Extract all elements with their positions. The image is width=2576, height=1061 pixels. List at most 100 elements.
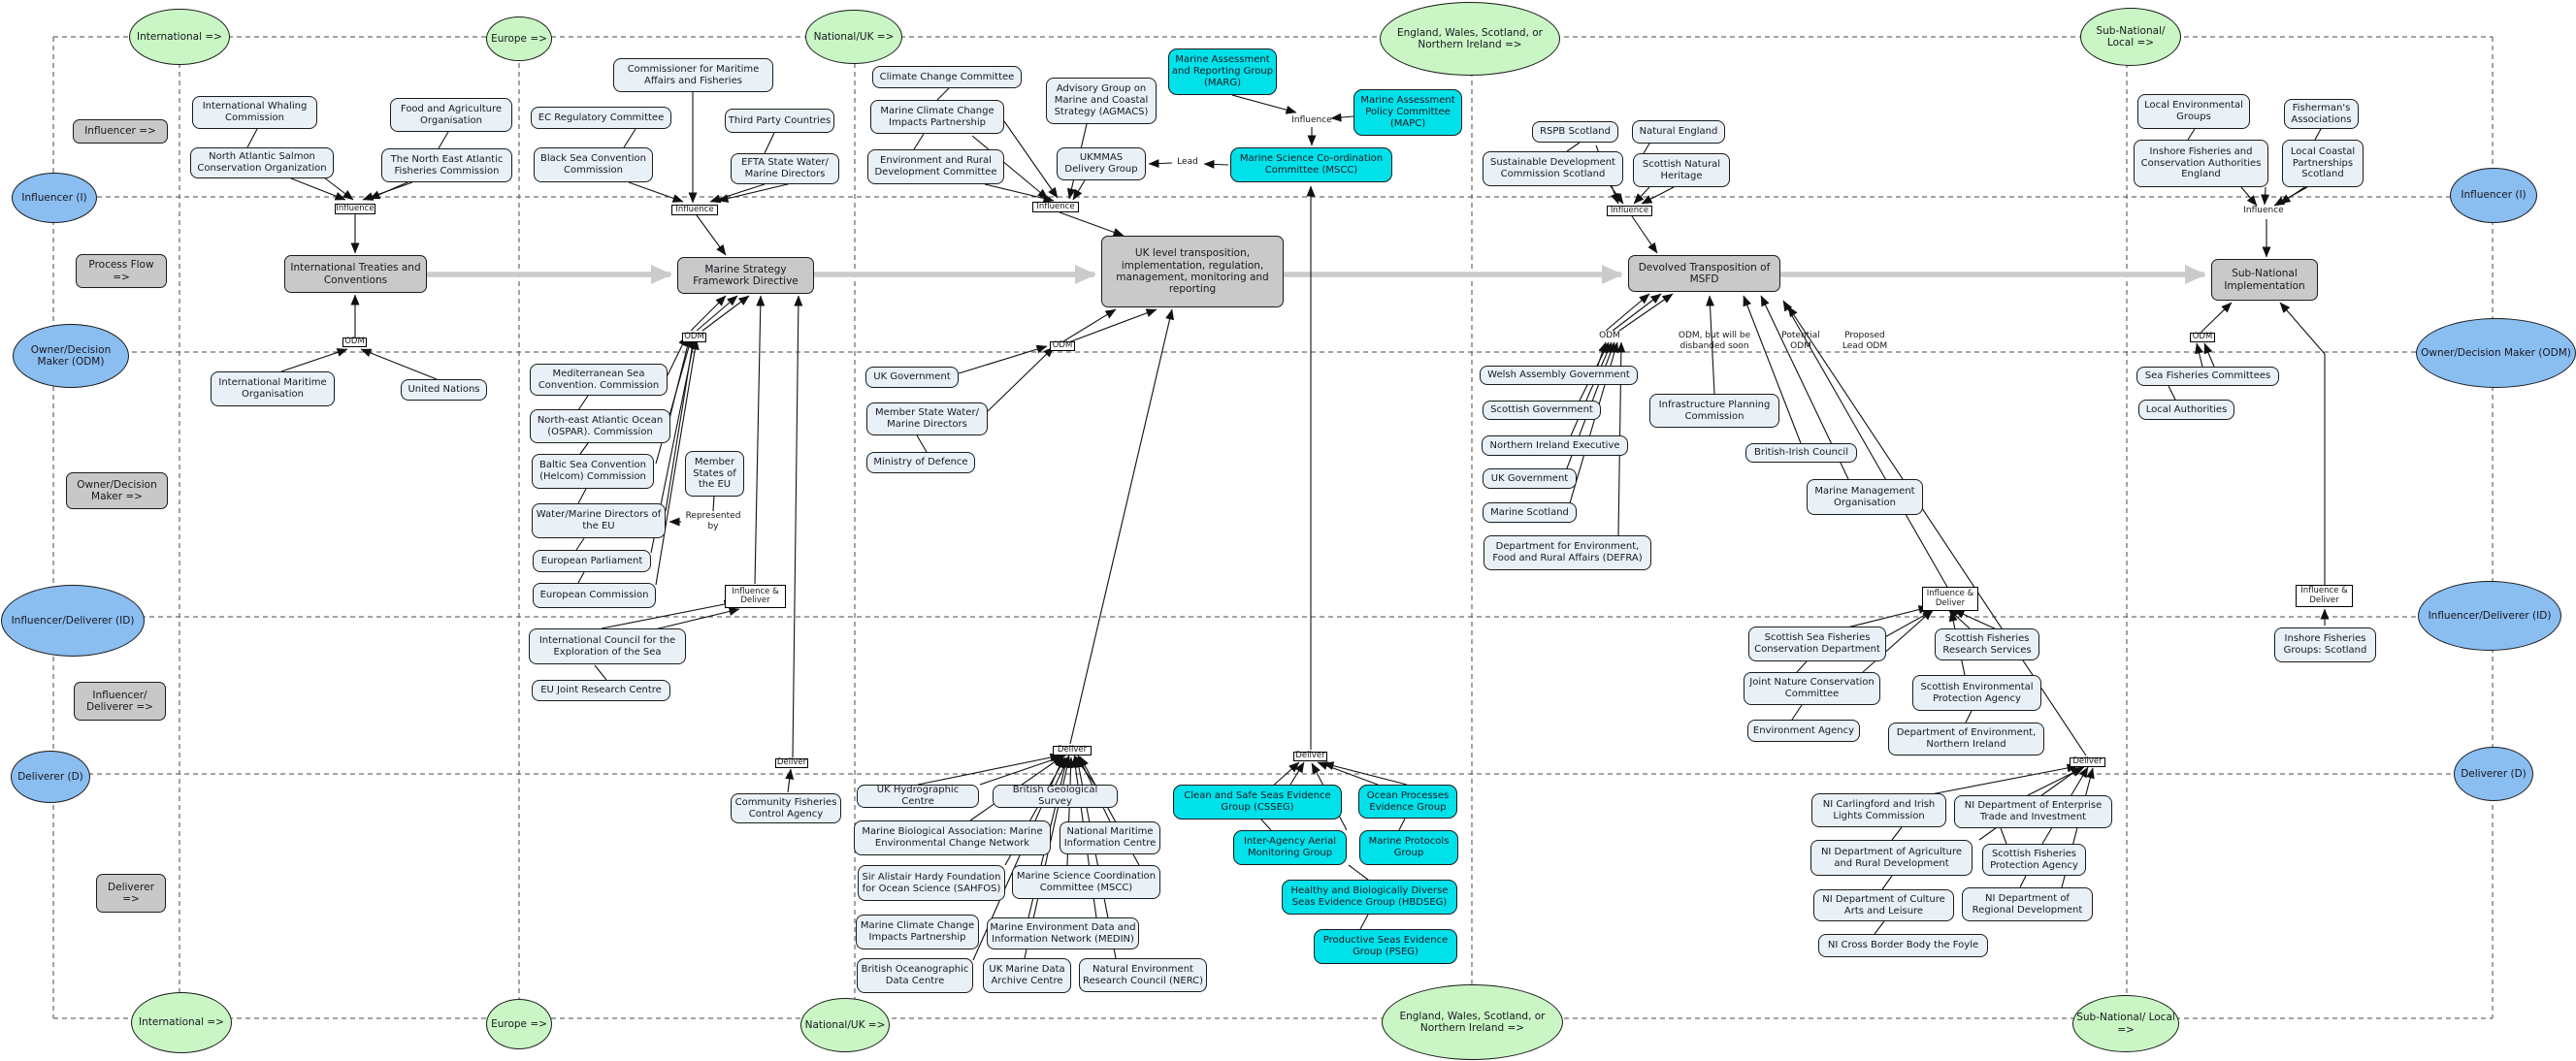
org-box-ministry-of-defence: Ministry of Defence	[866, 452, 975, 473]
relationship-arrow	[2201, 302, 2233, 333]
org-box-climate-change-committee: Climate Change Committee	[872, 66, 1022, 88]
connector-line	[577, 395, 589, 411]
org-box-environment-agency: Environment Agency	[1747, 720, 1860, 742]
org-box-commissioner-for-maritime-affairs-and-fish: Commissioner for Maritime Affairs and Fi…	[613, 58, 773, 92]
relationship-arrow	[1003, 120, 1059, 199]
connector-line	[1348, 864, 1369, 881]
connector-line	[936, 87, 950, 101]
connector-line	[1881, 875, 1893, 890]
relationship-arrow	[1743, 295, 1802, 444]
connector-tag-influence: Influence	[1607, 206, 1652, 216]
org-box-water-marine-directors-of-the-eu: Water/Marine Directors of the EU	[532, 503, 666, 538]
relationship-arrow	[1072, 179, 1086, 201]
connector-tag-odm: ODM	[682, 333, 706, 342]
org-box-rspb-scotland: RSPB Scotland	[1532, 121, 1618, 143]
connector-line	[2000, 827, 2007, 845]
org-box-scottish-natural-heritage: Scottish Natural Heritage	[1633, 153, 1730, 187]
org-box-scottish-sea-fisheries-conservation-depart: Scottish Sea Fisheries Conservation Depa…	[1748, 627, 1886, 661]
relationship-arrow	[696, 214, 727, 256]
role-label-influencer-i: Influencer (I)	[2450, 168, 2537, 223]
org-box-efta-state-water-marine-directors: EFTA State Water/ Marine Directors	[731, 153, 839, 184]
relationship-arrow	[1231, 94, 1297, 114]
relationship-arrow	[1842, 605, 1930, 629]
evidence-group-box-productive-seas-evidence-group-pseg: Productive Seas Evidence Group (PSEG)	[1314, 929, 1457, 964]
relationship-arrow	[701, 295, 750, 332]
org-box-department-of-environment-northern-ireland: Department of Environment, Northern Irel…	[1888, 723, 2044, 756]
org-box-scottish-fisheries-protection-agency: Scottish Fisheries Protection Agency	[1982, 844, 2086, 876]
relationship-arrow	[1782, 300, 1949, 590]
relationship-arrow	[987, 346, 1055, 412]
org-box-ni-department-of-enterprise-trade-and-inve: NI Department of Enterprise Trade and In…	[1954, 795, 2112, 828]
org-box-north-east-atlantic-ocean-ospar-commission: North-east Atlantic Ocean (OSPAR). Commi…	[530, 409, 670, 443]
org-box-european-commission: European Commission	[533, 583, 656, 608]
relationship-arrow	[2203, 342, 2215, 368]
org-box-international-maritime-organisation: International Maritime Organisation	[211, 371, 335, 406]
connector-line	[712, 495, 715, 512]
relationship-arrow	[1069, 308, 1174, 745]
connector-text-influence: Influence	[2243, 205, 2284, 215]
connector-line	[577, 571, 585, 584]
org-box-black-sea-convention-commission: Black Sea Convention Commission	[534, 147, 653, 182]
relationship-arrow	[958, 344, 1048, 374]
connector-tag-deliver: Deliver	[1293, 752, 1327, 761]
relationship-arrow	[1270, 761, 1300, 788]
relationship-arrow	[1289, 761, 1305, 786]
connector-line	[579, 442, 589, 455]
relationship-arrow	[1148, 159, 1173, 169]
connector-tag-deliver: Deliver	[1053, 746, 1092, 756]
lane-label-sub-national-local: Sub-National/ Local =>	[2072, 995, 2179, 1052]
relationship-arrow	[290, 177, 346, 201]
org-box-local-coastal-partnerships-scotland: Local Coastal Partnerships Scotland	[2282, 140, 2364, 187]
org-box-scottish-environmental-protection-agency: Scottish Environmental Protection Agency	[1912, 675, 2041, 711]
role-label-influencer-i: Influencer (I)	[12, 173, 97, 223]
connector-line	[2019, 875, 2027, 888]
relationship-arrow	[1706, 295, 1715, 395]
connector-line	[2314, 128, 2322, 141]
relationship-arrow	[1862, 609, 1934, 673]
org-box-uk-government: UK Government	[1483, 468, 1577, 489]
org-box-uk-government: UK Government	[865, 367, 959, 388]
connector-tag-odm: ODM	[342, 338, 367, 347]
org-box-department-for-environment-food-and-rural-: Department for Environment, Food and Rur…	[1484, 535, 1651, 570]
connector-line	[916, 434, 928, 453]
relationship-arrow	[2261, 186, 2270, 206]
connector-line	[1891, 826, 1903, 841]
connector-tag-influence-deliver: Influence & Deliver	[1922, 587, 1978, 611]
org-box-baltic-sea-convention-helcom-commission: Baltic Sea Convention (Helcom) Commissio…	[532, 454, 654, 489]
connector-line	[1566, 142, 1581, 152]
org-box-inshore-fisheries-groups-scotland: Inshore Fisheries Groups: Scotland	[2274, 627, 2376, 662]
connector-line	[594, 664, 607, 681]
relationship-arrow	[971, 135, 1049, 200]
legend-influencer-deliverer: Influencer/ Deliverer =>	[74, 682, 166, 721]
org-box-sir-alistair-hardy-foundation-for-ocean-sc: Sir Alistair Hardy Foundation for Ocean …	[858, 865, 1005, 901]
relationship-arrow	[1925, 763, 2078, 796]
org-box-sustainable-development-commission-scotlan: Sustainable Development Commission Scotl…	[1483, 151, 1623, 186]
relationship-arrow	[717, 181, 797, 203]
relationship-arrow	[754, 295, 766, 585]
org-box-marine-biological-association-marine-envir: Marine Biological Association: Marine En…	[854, 820, 1051, 855]
org-box-british-irish-council: British-Irish Council	[1745, 443, 1857, 463]
relationship-arrow	[601, 599, 735, 629]
org-box-community-fisheries-control-agency: Community Fisheries Control Agency	[731, 793, 841, 823]
org-box-marine-climate-change-impacts-partnership: Marine Climate Change Impacts Partnershi…	[870, 100, 1004, 134]
process-box-uk-level-transposition-implementation-regu: UK level transposition, implementation, …	[1101, 236, 1284, 307]
connector-text-odm-but-will-be-disbanded-soon: ODM, but will be disbanded soon	[1678, 331, 1751, 351]
org-box-north-atlantic-salmon-conservation-organiz: North Atlantic Salmon Conservation Organ…	[190, 147, 334, 178]
org-box-scottish-fisheries-research-services: Scottish Fisheries Research Services	[1935, 628, 2039, 660]
relationship-arrow	[785, 768, 795, 793]
relationship-arrow	[628, 181, 684, 203]
org-box-british-geological-survey: British Geological Survey	[993, 785, 1118, 808]
org-box-scottish-government: Scottish Government	[1483, 401, 1601, 420]
org-box-fisherman-s-associations: Fisherman's Associations	[2284, 99, 2359, 129]
relationship-arrow	[792, 295, 803, 758]
evidence-group-box-inter-agency-aerial-monitoring-group: Inter-Agency Aerial Monitoring Group	[1233, 830, 1347, 865]
org-box-environment-and-rural-development-committe: Environment and Rural Development Commit…	[867, 149, 1004, 184]
evidence-group-box-marine-assessment-policy-committee-mapc: Marine Assessment Policy Committee (MAPC…	[1353, 89, 1462, 136]
evidence-group-box-marine-protocols-group: Marine Protocols Group	[1359, 830, 1458, 865]
role-label-influencer-deliverer-id: Influencer/Deliverer (ID)	[1, 585, 145, 657]
relationship-arrow	[1317, 761, 1379, 786]
relationship-arrow	[1059, 211, 1125, 237]
relationship-arrow	[1618, 293, 1674, 332]
connector-tag-influence: Influence	[335, 203, 375, 214]
